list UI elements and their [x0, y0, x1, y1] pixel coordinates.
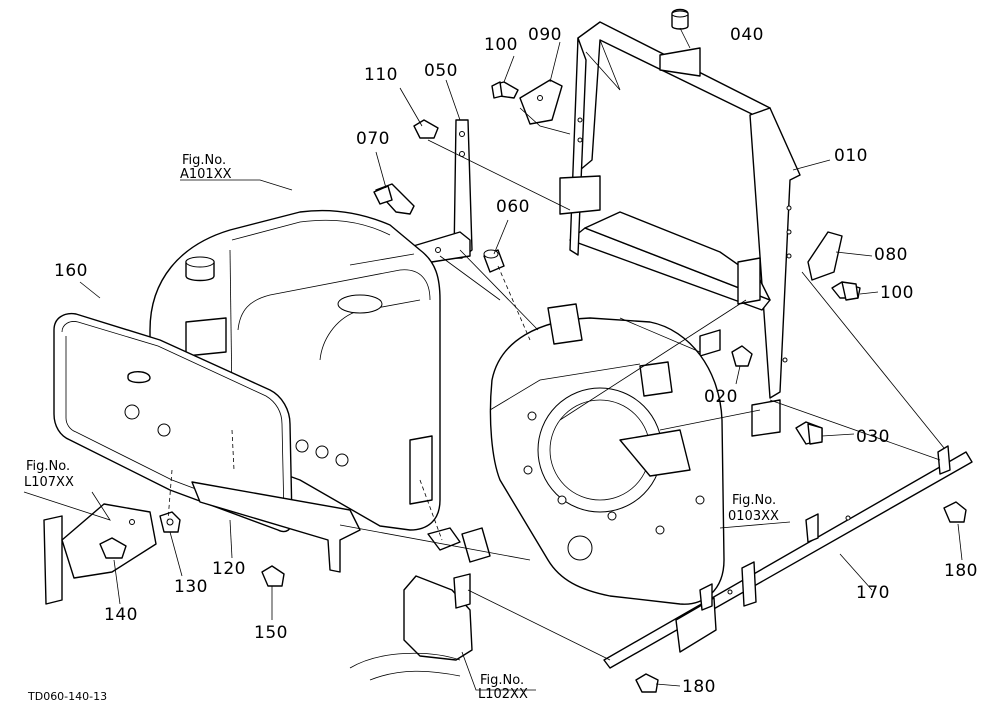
leader-lines [23, 27, 963, 691]
frame-010 [559, 21, 801, 437]
ref-l107-code: L107XX [24, 475, 74, 490]
bracket-l102 [349, 527, 491, 681]
label-020: 020 [704, 387, 738, 407]
bolt-020 [731, 345, 753, 367]
drawing-code: TD060-140-13 [27, 690, 107, 703]
label-040: 040 [730, 25, 764, 45]
label-160: 160 [54, 261, 88, 281]
label-030: 030 [856, 427, 890, 447]
label-140: 140 [104, 605, 138, 625]
label-060: 060 [496, 197, 530, 217]
ref-a101-code: A101XX [180, 167, 232, 182]
label-150: 150 [254, 623, 288, 643]
ref-l102-label: Fig.No. [480, 673, 524, 688]
label-170: 170 [856, 583, 890, 603]
flywheel-housing [489, 303, 725, 605]
bolt-030 [795, 421, 823, 445]
collar-060 [483, 249, 505, 273]
bracket-090 [519, 79, 563, 125]
ref-a101-label: Fig.No. [182, 153, 226, 168]
label-100-upper: 100 [484, 35, 518, 55]
bolt-180-bottom [635, 673, 659, 693]
rubber-cap-040 [671, 8, 689, 30]
bolt-180-right [943, 501, 967, 523]
ref-o103-code: 0103XX [728, 509, 779, 524]
figure-references: Fig.No. A101XX Fig.No. L107XX Fig.No. 01… [24, 153, 779, 703]
label-090: 090 [528, 25, 562, 45]
ref-l107-label: Fig.No. [26, 459, 70, 474]
bracket-120 [191, 481, 361, 573]
label-070: 070 [356, 129, 390, 149]
bolt-110 [413, 119, 439, 139]
label-010: 010 [834, 146, 868, 166]
label-180-bottom: 180 [682, 677, 716, 697]
label-130: 130 [174, 577, 208, 597]
part-labels: 010 020 030 040 050 060 070 080 090 100 … [54, 25, 978, 697]
stay-170 [603, 445, 973, 669]
nut-130 [159, 511, 181, 533]
label-100-right: 100 [880, 283, 914, 303]
bolt-140 [99, 537, 127, 559]
label-050: 050 [424, 61, 458, 81]
label-110: 110 [364, 65, 398, 85]
bracket-l107 [43, 503, 157, 605]
bolt-100-right [831, 281, 861, 301]
label-080: 080 [874, 245, 908, 265]
label-120: 120 [212, 559, 246, 579]
ref-o103-label: Fig.No. [732, 493, 776, 508]
bolt-070 [373, 183, 415, 215]
ref-l102-code: L102XX [478, 687, 528, 702]
bolt-150 [261, 565, 285, 587]
bracket-080 [807, 231, 843, 281]
bolt-100-upper [491, 81, 519, 99]
label-180-right: 180 [944, 561, 978, 581]
